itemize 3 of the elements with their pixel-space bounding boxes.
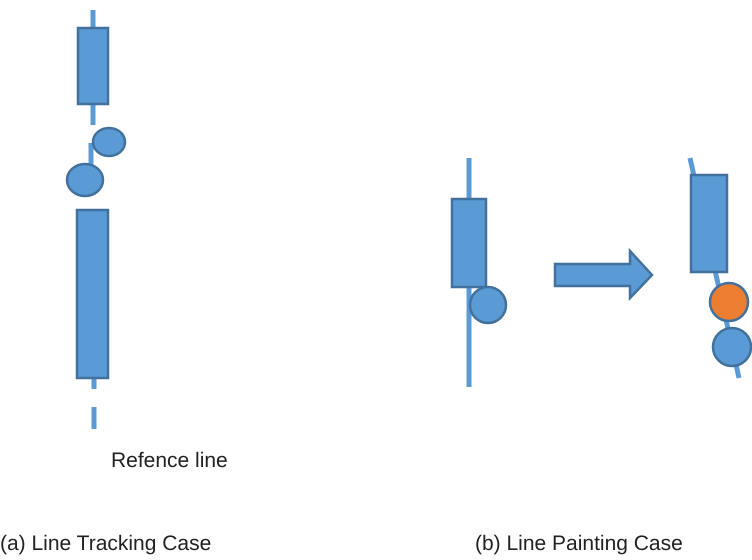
caption-text: Refence line [111,450,228,471]
caption-text: (a) Line Tracking Case [0,533,212,554]
caption-text: (b) Line Painting Case [475,533,683,554]
